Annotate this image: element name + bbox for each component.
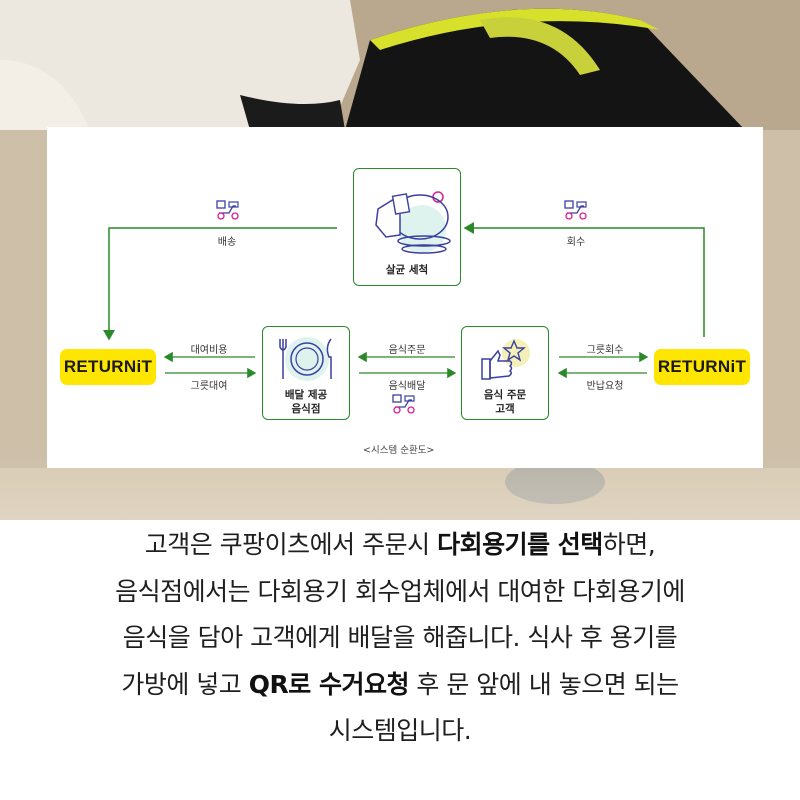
text-segment: 하면,: [602, 530, 656, 559]
edge-label-bowl-collection: 그릇회수: [586, 345, 624, 356]
dish-washing-icon: [375, 191, 451, 254]
scooter-icon: [564, 200, 587, 220]
thumbs-up-star-icon: [481, 339, 530, 380]
highlight-qr-pickup: QR로 수거요청: [248, 669, 410, 699]
scooter-icon: [216, 200, 239, 220]
plate-cutlery-icon: [279, 337, 332, 381]
edge-label-collection: 회수: [566, 237, 586, 248]
diagram-connectors: [103, 222, 705, 379]
description-line: 가방에 넣고 QR로 수거요청 후 문 앞에 내 놓으면 되는: [0, 662, 800, 709]
edge-label-rental-fee: 대여비용: [190, 345, 228, 356]
node-restaurant-label-line2: 음식점: [291, 403, 321, 415]
scooter-icon: [392, 394, 415, 414]
returnit-logo-right: RETURNiT: [654, 349, 750, 385]
node-restaurant: 배달 제공 음식점: [262, 326, 350, 420]
returnit-logo-left: RETURNiT: [60, 349, 156, 385]
edge-label-food-order: 음식주문: [388, 345, 426, 356]
node-customer: 음식 주문 고객: [461, 326, 549, 420]
text-segment: 후 문 앞에 내 놓으면 되는: [408, 669, 679, 699]
edge-label-bowl-rental: 그릇대여: [190, 381, 228, 392]
description-line: 음식을 담아 고객에게 배달을 해줍니다. 식사 후 용기를: [122, 623, 678, 652]
highlight-reusable-container: 다회용기를 선택: [437, 530, 603, 559]
system-cycle-diagram: 배송 회수 대여비용 그릇대여 음식주문 음식배달 그릇회수 반납요청 살균 세…: [47, 127, 763, 468]
description-line: 음식점에서는 다회용기 회수업체에서 대여한 다회용기에: [115, 576, 685, 606]
node-restaurant-label-line1: 배달 제공: [284, 389, 328, 401]
node-customer-label-line1: 음식 주문: [483, 389, 527, 401]
edge-label-delivery: 배송: [217, 237, 237, 248]
edge-label-return-request: 반납요청: [586, 381, 624, 392]
description-paragraph: 고객은 쿠팡이츠에서 주문시 다회용기를 선택하면, 음식점에서는 다회용기 회…: [0, 522, 800, 755]
diagram-caption: <시스템 순환도>: [363, 445, 435, 456]
description-line: 시스템입니다.: [328, 716, 472, 745]
description-line: 고객은 쿠팡이츠에서 주문시 다회용기를 선택하면,: [0, 522, 800, 569]
text-segment: 고객은 쿠팡이츠에서 주문시: [144, 530, 438, 559]
node-customer-label-line2: 고객: [495, 403, 515, 415]
node-sterilize-wash: 살균 세척: [353, 168, 461, 286]
node-sterilize-label: 살균 세척: [385, 264, 429, 276]
edge-label-food-delivery: 음식배달: [388, 381, 426, 392]
text-segment: 가방에 넣고: [121, 669, 249, 699]
